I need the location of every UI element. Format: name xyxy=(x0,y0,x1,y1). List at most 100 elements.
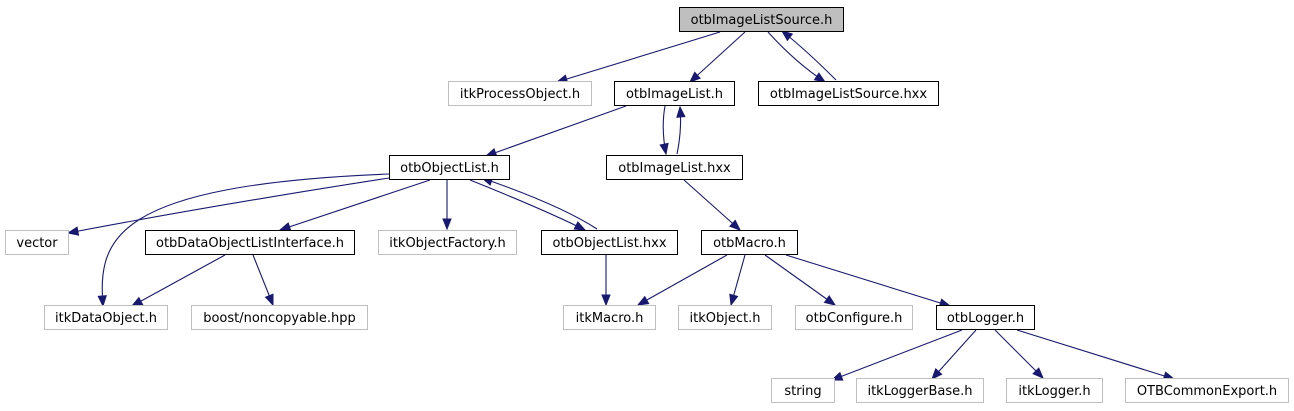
node-box xyxy=(1125,378,1289,403)
node-label: itkObject.h xyxy=(690,311,761,326)
node-label: itkLogger.h xyxy=(1018,384,1090,399)
edge-line xyxy=(689,31,746,83)
node-label: vector xyxy=(16,236,58,251)
edge-otbObjectList_hxx-to-otbObjectList_h xyxy=(480,176,598,230)
node-box xyxy=(541,230,678,255)
node-label: string xyxy=(784,384,821,399)
edge-line xyxy=(101,173,390,307)
edge-line xyxy=(481,177,598,230)
node-vector[interactable]: vector xyxy=(5,230,69,255)
node-itkLoggerBase-h[interactable]: itkLoggerBase.h xyxy=(856,378,984,403)
node-boost-noncopyable-hpp[interactable]: boost/noncopyable.hpp xyxy=(191,305,368,330)
node-label: OTBCommonExport.h xyxy=(1137,384,1277,399)
edge-line xyxy=(485,105,627,157)
node-box xyxy=(678,305,772,330)
node-label: itkProcessObject.h xyxy=(460,87,580,102)
node-box xyxy=(191,305,368,330)
node-otbConfigure-h[interactable]: otbConfigure.h xyxy=(795,305,913,330)
node-otbDataObjectListInterface-h[interactable]: otbDataObjectListInterface.h xyxy=(145,230,355,255)
node-OTBCommonExport-h[interactable]: OTBCommonExport.h xyxy=(1125,378,1289,403)
edge-otbImageListSource_h-to-otbImageListSource_hxx xyxy=(767,31,827,83)
node-box xyxy=(606,155,743,180)
node-itkObject-h[interactable]: itkObject.h xyxy=(678,305,772,330)
node-itkProcessObject-h[interactable]: itkProcessObject.h xyxy=(448,81,592,106)
arrowhead xyxy=(66,226,80,236)
arrowhead xyxy=(573,221,587,231)
node-box xyxy=(679,7,844,32)
edge-otbImageListSource_hxx-to-otbImageListSource_h xyxy=(780,30,837,81)
node-otbLogger-h[interactable]: otbLogger.h xyxy=(936,305,1035,330)
node-itkDataObject-h[interactable]: itkDataObject.h xyxy=(44,305,168,330)
edge-line xyxy=(931,329,977,380)
node-otbMacro-h[interactable]: otbMacro.h xyxy=(701,230,798,255)
edge-otbMacro_h-to-itkObject_h xyxy=(729,254,746,307)
node-label: itkObjectFactory.h xyxy=(389,236,506,251)
arrowhead xyxy=(130,296,144,307)
edge-otbObjectList_h-to-vector xyxy=(66,177,390,236)
edge-otbImageList_hxx-to-otbMacro_h xyxy=(683,179,742,231)
arrowhead xyxy=(97,295,107,308)
edge-otbDataObjectListInterface_h-to-itkDataObject_h xyxy=(130,254,226,307)
arrowhead xyxy=(636,295,650,306)
edge-line xyxy=(67,177,390,234)
edge-otbMacro_h-to-otbLogger_h xyxy=(785,254,952,308)
node-label: otbMacro.h xyxy=(713,236,786,251)
node-otbImageListSource-hxx[interactable]: otbImageListSource.hxx xyxy=(758,81,939,106)
arrowhead xyxy=(813,72,827,83)
node-box xyxy=(563,305,656,330)
edge-line xyxy=(994,329,1044,379)
node-label: otbConfigure.h xyxy=(806,311,903,326)
arrowhead xyxy=(931,368,943,381)
node-otbObjectList-h[interactable]: otbObjectList.h xyxy=(389,155,510,180)
node-label: otbLogger.h xyxy=(947,311,1024,326)
node-box xyxy=(701,230,798,255)
node-box xyxy=(44,305,168,330)
node-itkObjectFactory-h[interactable]: itkObjectFactory.h xyxy=(378,230,517,255)
edge-otbObjectList_h-to-otbObjectList_hxx xyxy=(469,179,587,231)
arrowhead xyxy=(442,218,452,231)
arrowhead xyxy=(823,295,837,306)
edge-line xyxy=(767,31,826,83)
node-box xyxy=(614,81,735,106)
edge-line xyxy=(637,254,728,306)
node-otbImageList-h[interactable]: otbImageList.h xyxy=(614,81,735,106)
node-label: otbImageListSource.hxx xyxy=(770,87,927,102)
node-otbObjectList-hxx[interactable]: otbObjectList.hxx xyxy=(541,230,678,255)
edge-otbLogger_h-to-itkLogger_h xyxy=(994,329,1044,379)
node-box xyxy=(378,230,517,255)
edge-line xyxy=(1016,329,1175,380)
node-label: otbDataObjectListInterface.h xyxy=(156,236,344,251)
node-itkLogger-h[interactable]: itkLogger.h xyxy=(1006,378,1103,403)
node-box xyxy=(856,378,984,403)
node-box xyxy=(758,81,939,106)
edge-otbMacro_h-to-otbConfigure_h xyxy=(764,254,837,306)
edge-otbImageList_h-to-otbObjectList_h xyxy=(484,105,627,157)
node-otbImageListSource-h[interactable]: otbImageListSource.h xyxy=(679,7,844,32)
node-box xyxy=(771,378,835,403)
node-itkMacro-h[interactable]: itkMacro.h xyxy=(563,305,656,330)
node-box xyxy=(1006,378,1103,403)
edge-line xyxy=(785,254,951,307)
arrowhead xyxy=(689,71,701,83)
node-box xyxy=(448,81,592,106)
edge-otbDataObjectListInterface_h-to-boost_noncopyable_hpp xyxy=(252,254,274,307)
edge-otbMacro_h-to-itkMacro_h xyxy=(636,254,728,306)
node-box xyxy=(795,305,913,330)
node-otbImageList-hxx[interactable]: otbImageList.hxx xyxy=(606,155,743,180)
edge-otbImageList_h-to-otbImageList_hxx xyxy=(659,105,669,156)
node-label: otbObjectList.hxx xyxy=(552,236,666,251)
arrowhead xyxy=(729,293,739,307)
edge-line xyxy=(683,179,741,231)
edge-line xyxy=(781,30,837,81)
node-string[interactable]: string xyxy=(771,378,835,403)
node-box xyxy=(936,305,1035,330)
edge-otbObjectList_h-to-otbDataObjectListInterface_h xyxy=(278,179,431,232)
edge-line xyxy=(556,31,721,83)
arrowhead xyxy=(780,30,794,42)
arrowhead xyxy=(729,219,742,231)
node-label: otbImageList.h xyxy=(626,87,723,102)
node-label: itkDataObject.h xyxy=(55,311,157,326)
edge-otbObjectList_h-to-itkObjectFactory_h xyxy=(442,180,452,231)
edge-otbLogger_h-to-string xyxy=(830,329,963,381)
